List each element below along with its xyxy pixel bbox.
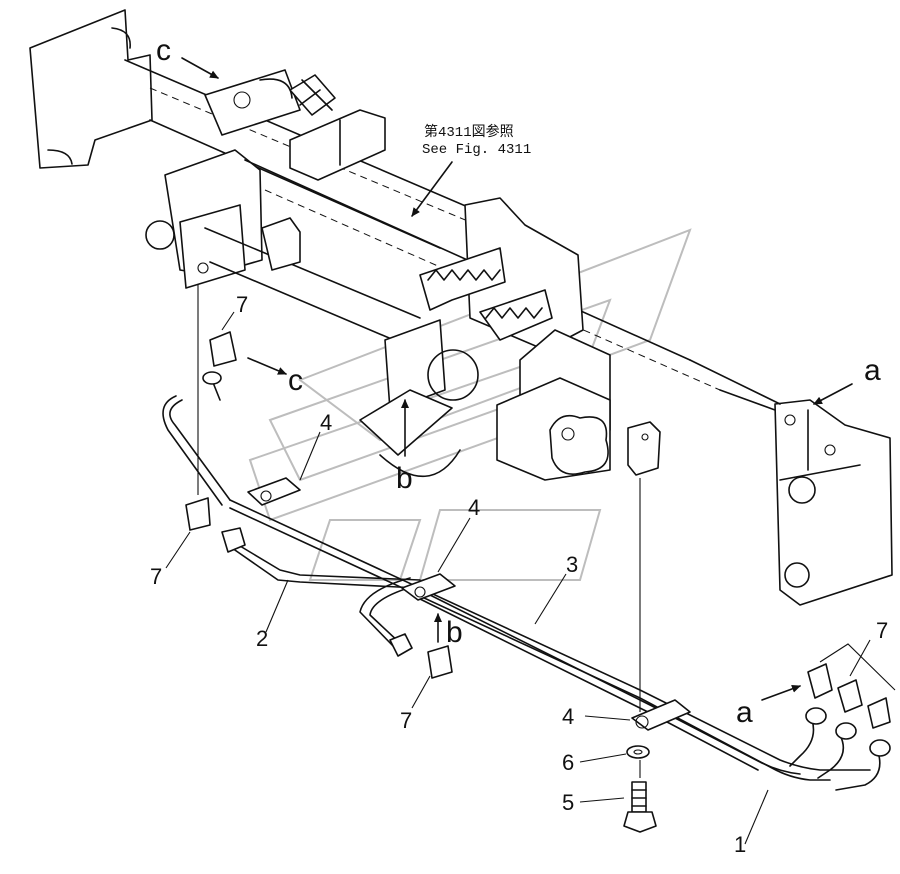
- view-marker-a-bottom: a: [736, 696, 753, 729]
- leader-lines: [165, 57, 896, 845]
- view-marker-a-top: a: [864, 354, 881, 387]
- callout-4-right: 4: [562, 704, 574, 729]
- view-marker-c-top: c: [156, 34, 171, 67]
- callout-2: 2: [256, 626, 268, 651]
- view-marker-c-bottom: c: [288, 364, 303, 397]
- part-callouts: 7 4 4 3 7 2 7 7 4 6 5 1: [150, 292, 888, 857]
- callout-5: 5: [562, 790, 574, 815]
- callout-7-right: 7: [876, 618, 888, 643]
- callout-3: 3: [566, 552, 578, 577]
- pipe-assembly: [162, 285, 891, 833]
- callout-7-bottom: 7: [400, 708, 412, 733]
- view-markers: c c a a b b: [156, 34, 881, 729]
- reference-note: 第4311図参照 See Fig. 4311: [422, 123, 531, 158]
- callout-7-top: 7: [236, 292, 248, 317]
- reference-note-en: See Fig. 4311: [422, 142, 531, 158]
- callout-6: 6: [562, 750, 574, 775]
- view-marker-b-bottom: b: [446, 616, 463, 649]
- callout-4-center: 4: [468, 495, 480, 520]
- callout-4-left: 4: [320, 410, 332, 435]
- frame-assembly: [29, 9, 893, 606]
- callout-7-left: 7: [150, 564, 162, 589]
- callout-1: 1: [734, 832, 746, 857]
- reference-note-jp: 第4311図参照: [424, 123, 514, 141]
- view-marker-b-top: b: [396, 462, 413, 495]
